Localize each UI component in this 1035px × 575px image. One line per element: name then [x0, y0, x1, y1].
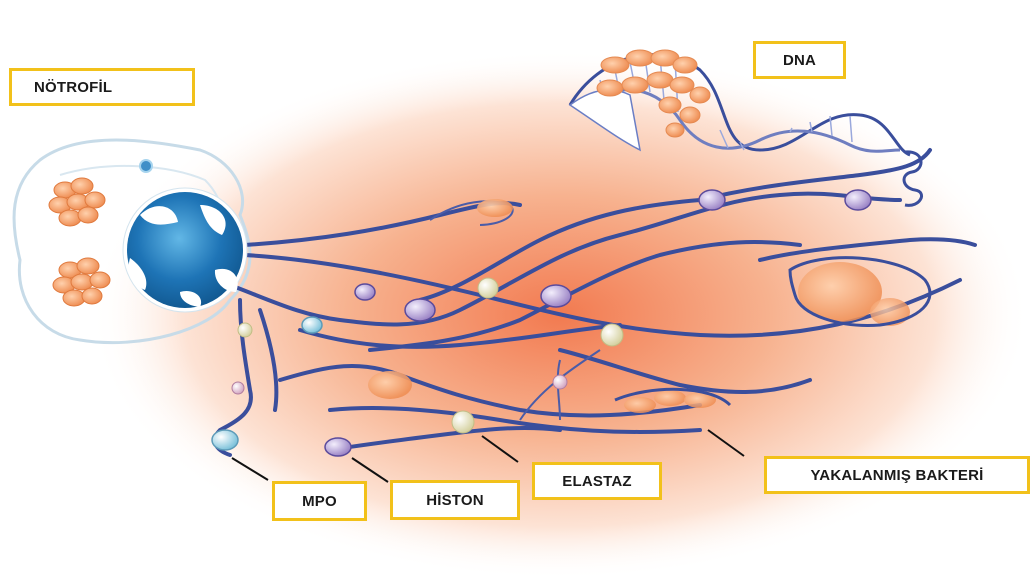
- label-trapped-bacteria: YAKALANMIŞ BAKTERİ: [764, 456, 1030, 494]
- label-elastase-text: ELASTAZ: [562, 473, 631, 490]
- label-mpo-text: MPO: [302, 493, 337, 510]
- label-trapped-bacteria-text: YAKALANMIŞ BAKTERİ: [810, 467, 983, 484]
- small-granule: [140, 160, 152, 172]
- nucleus-icon: [123, 188, 247, 312]
- label-elastase: ELASTAZ: [532, 462, 662, 500]
- label-histone: HİSTON: [390, 480, 520, 520]
- label-dna: DNA: [753, 41, 846, 79]
- label-dna-text: DNA: [783, 52, 816, 69]
- label-histone-text: HİSTON: [426, 492, 484, 509]
- granule-cluster-1: [49, 178, 105, 226]
- label-mpo: MPO: [272, 481, 367, 521]
- label-neutrophil: NÖTROFİL: [9, 68, 195, 106]
- label-neutrophil-text: NÖTROFİL: [34, 79, 112, 96]
